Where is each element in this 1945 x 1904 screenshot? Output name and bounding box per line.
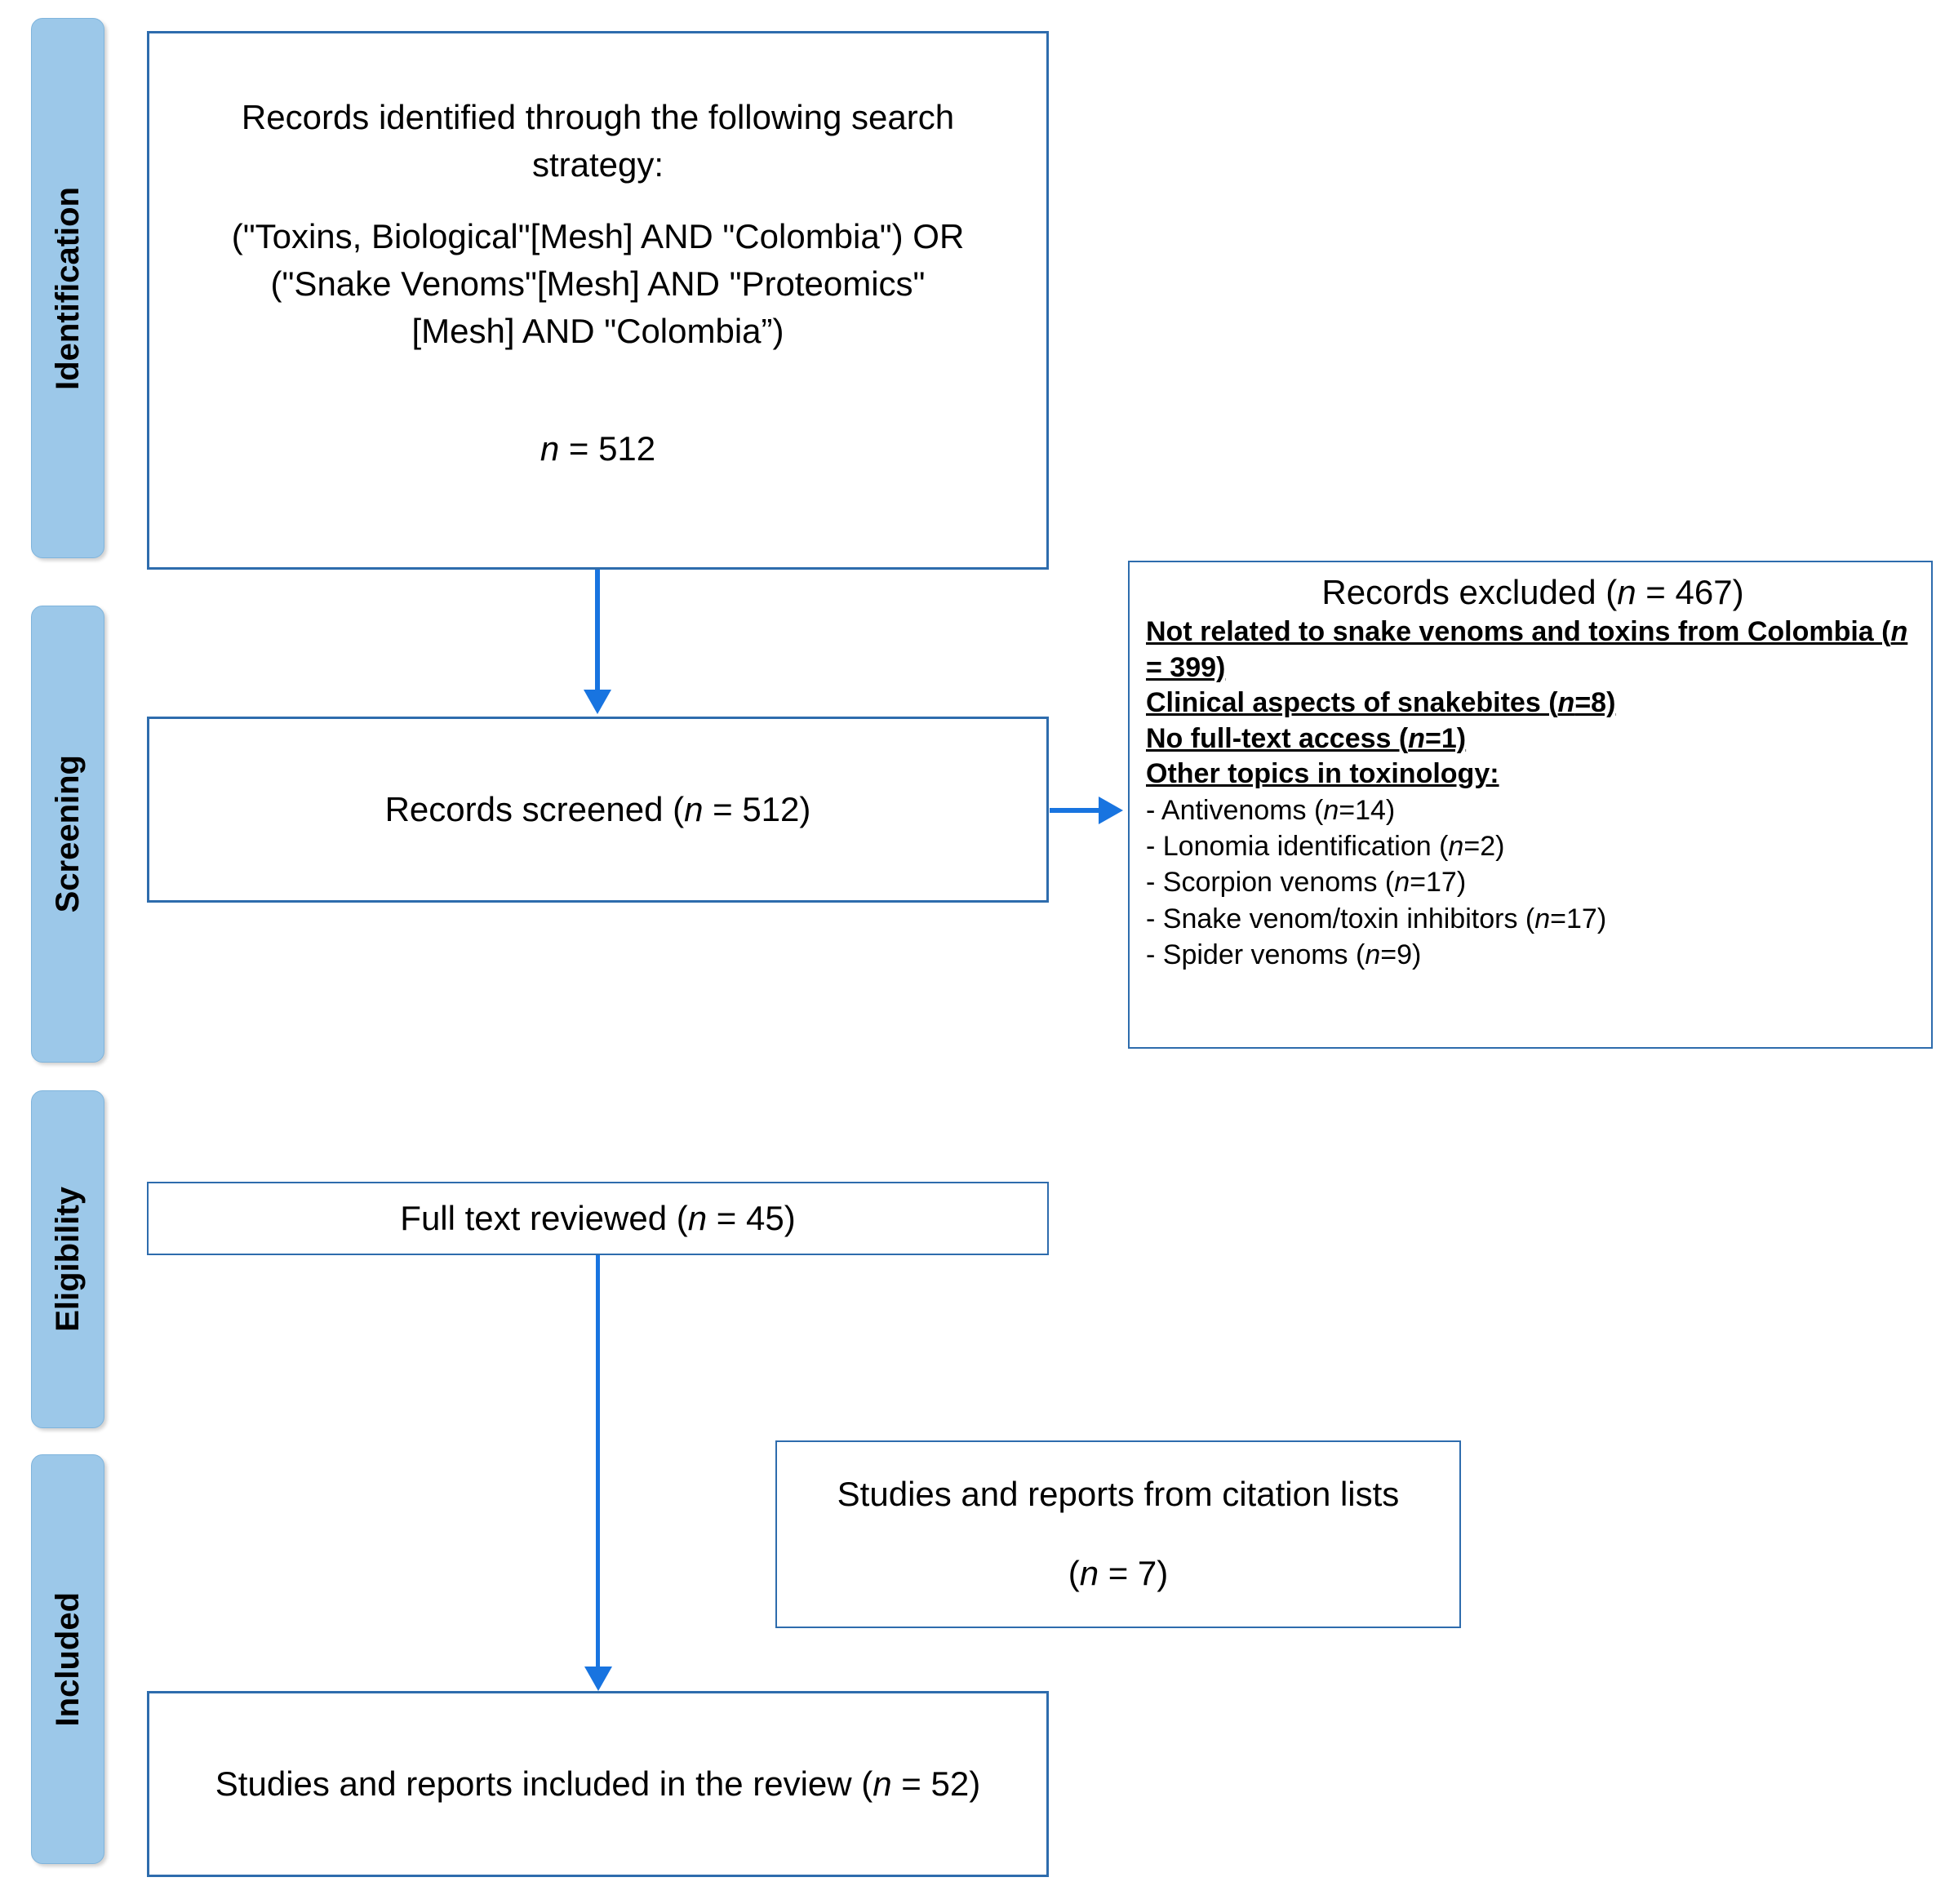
- arrow-identification-to-screened-head: [584, 690, 611, 714]
- citation-lists-line2: (n = 7): [837, 1551, 1400, 1597]
- identification-query: ("Toxins, Biological"[Mesh] AND "Colombi…: [231, 217, 965, 350]
- box-full-text-reviewed: Full text reviewed (n = 45): [147, 1182, 1049, 1255]
- identification-count-eq: =: [559, 428, 599, 468]
- screened-text: Records screened (n = 512): [374, 787, 823, 833]
- stage-bar-identification: Identification: [31, 18, 104, 558]
- stage-label-included: Included: [49, 1591, 86, 1727]
- full-text-text: Full text reviewed (n = 45): [389, 1196, 806, 1242]
- stage-label-identification: Identification: [49, 186, 86, 390]
- stage-bar-screening: Screening: [31, 606, 104, 1063]
- stage-bar-eligibility: Eligibility: [31, 1090, 104, 1428]
- excluded-subitem: - Spider venoms (n=9): [1146, 939, 1422, 970]
- citation-lists-line1: Studies and reports from citation lists: [837, 1475, 1400, 1514]
- excluded-reason-item: Not related to snake venoms and toxins f…: [1146, 616, 1908, 683]
- included-text-after: = 52): [891, 1764, 981, 1803]
- included-text-before: Studies and reports included in the revi…: [215, 1764, 873, 1803]
- screened-text-before: Records screened (: [384, 789, 685, 828]
- citation-lists-n: n: [1079, 1554, 1099, 1592]
- included-n: n: [873, 1764, 892, 1803]
- stage-bar-included: Included: [31, 1454, 104, 1864]
- excluded-subitem: - Scorpion venoms (n=17): [1146, 867, 1467, 899]
- excluded-subitem: - Snake venom/toxin inhibitors (n=17): [1146, 903, 1607, 934]
- excluded-title-after: = 467): [1636, 573, 1744, 611]
- identification-count-n: n: [540, 428, 560, 468]
- identification-count: n = 512: [149, 425, 1046, 473]
- citation-lists-text: Studies and reports from citation lists …: [826, 1471, 1411, 1596]
- citation-lists-line2-after: = 7): [1099, 1554, 1169, 1592]
- excluded-title: Records excluded (n = 467): [1146, 572, 1920, 613]
- included-text: Studies and reports included in the revi…: [204, 1761, 992, 1808]
- box-studies-included: Studies and reports included in the revi…: [147, 1691, 1049, 1877]
- box-records-identified: Records identified through the following…: [147, 31, 1049, 570]
- identification-count-value: 512: [598, 428, 656, 468]
- arrow-identification-to-screened-line: [595, 570, 600, 692]
- arrow-screened-to-excluded-line: [1050, 808, 1100, 813]
- excluded-reason-item: Other topics in toxinology:: [1146, 758, 1499, 790]
- arrow-screened-to-excluded-head: [1099, 797, 1123, 824]
- full-text-after: = 45): [707, 1198, 796, 1237]
- screened-n: n: [684, 789, 704, 828]
- box-records-screened: Records screened (n = 512): [147, 717, 1049, 903]
- full-text-before: Full text reviewed (: [400, 1198, 688, 1237]
- excluded-title-n: n: [1617, 573, 1636, 611]
- excluded-reason-item: Clinical aspects of snakebites (n=8): [1146, 687, 1616, 719]
- screened-text-mid: = 512): [703, 789, 811, 828]
- excluded-subitem: - Antivenoms (n=14): [1146, 794, 1396, 826]
- citation-lists-line2-before: (: [1068, 1554, 1080, 1592]
- arrow-fulltext-to-included-line: [596, 1255, 600, 1680]
- excluded-subitem: - Lonomia identification (n=2): [1146, 831, 1505, 863]
- box-citation-lists: Studies and reports from citation lists …: [775, 1440, 1461, 1628]
- stage-label-eligibility: Eligibility: [49, 1187, 86, 1332]
- excluded-title-before: Records excluded (: [1321, 573, 1618, 611]
- box-records-excluded: Records excluded (n = 467) Not related t…: [1128, 561, 1933, 1049]
- identification-heading: Records identified through the following…: [241, 98, 955, 184]
- stage-label-screening: Screening: [49, 755, 86, 913]
- excluded-reason-item: No full-text access (n=1): [1146, 722, 1467, 754]
- arrow-fulltext-to-included-head: [584, 1667, 612, 1691]
- full-text-n: n: [687, 1198, 708, 1237]
